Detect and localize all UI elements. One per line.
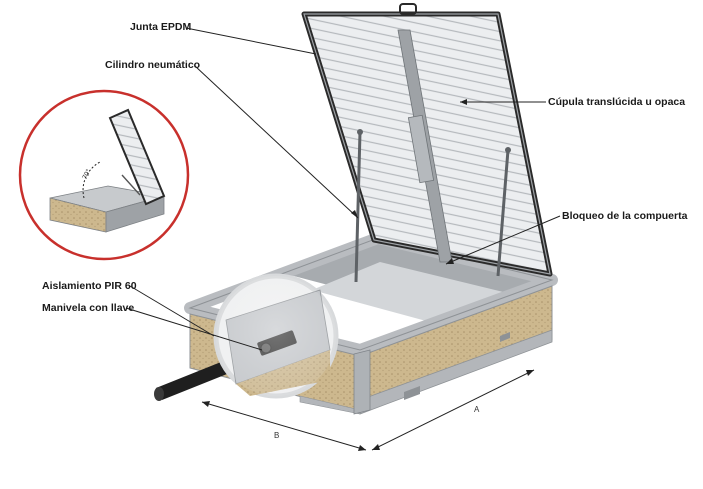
lock-bar-housing — [407, 114, 435, 184]
dim-b-line — [201, 401, 367, 451]
label-cilindro-neumatico: Cilindro neumático — [105, 59, 200, 71]
curb-corner — [353, 349, 371, 415]
magnifier-glass — [216, 276, 336, 396]
dim-b-arrow-end — [358, 445, 366, 451]
label-aislamiento: Aislamiento PIR 60 — [42, 280, 137, 292]
label-bloqueo: Bloqueo de la compuerta — [562, 210, 688, 222]
labels: Junta EPDM Cilindro neumático Cúpula tra… — [42, 21, 688, 314]
cylinder-left — [354, 131, 362, 283]
cylinder-left-mount — [357, 129, 363, 135]
hatch-curb — [184, 232, 558, 415]
label-junta-epdm: Junta EPDM — [130, 21, 192, 33]
crank-handle-end — [154, 387, 164, 401]
leader-manivela — [125, 307, 263, 351]
dim-a-line — [371, 369, 535, 451]
lid-handle — [399, 3, 417, 15]
hatch-lid — [301, 3, 553, 283]
leader-aislamiento — [129, 285, 215, 337]
inset-lid — [108, 108, 166, 206]
curb-slot-2 — [500, 332, 510, 342]
dim-a-arrow-end — [526, 370, 534, 376]
inset-angle-arc — [82, 161, 101, 199]
leader-bloqueo — [445, 215, 561, 265]
dim-a-arrow-start — [372, 444, 380, 450]
magnifier — [213, 273, 339, 399]
curb-slot-1 — [404, 386, 420, 400]
inset-detail: 70° — [18, 89, 190, 261]
inset-cylinder — [121, 174, 141, 196]
dim-b-arrow-start — [202, 401, 210, 407]
lid-frame-outline — [303, 13, 551, 275]
dim-a-label: A — [474, 405, 480, 414]
dim-b-label: B — [274, 431, 279, 440]
flashing-left — [299, 395, 361, 415]
cylinder-right-mount — [505, 147, 511, 153]
leaders — [125, 27, 561, 351]
leader-junta — [185, 27, 317, 55]
inset-circle — [18, 89, 190, 261]
label-cupula: Cúpula translúcida u opaca — [548, 96, 685, 108]
label-manivela: Manivela con llave — [42, 302, 134, 314]
leader-cilindro — [194, 65, 359, 219]
cylinder-right — [496, 149, 510, 277]
dimensions: B A — [201, 369, 535, 451]
